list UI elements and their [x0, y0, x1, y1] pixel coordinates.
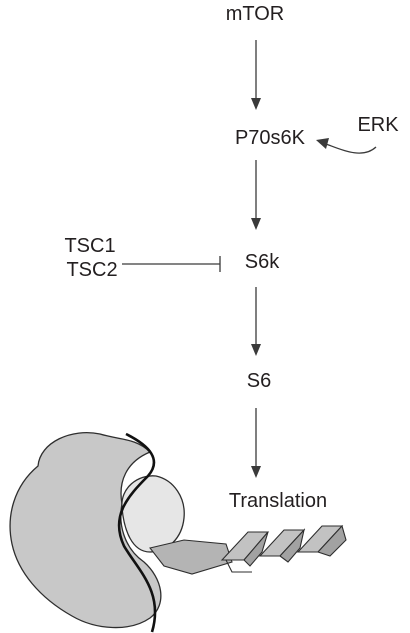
arrow-mtor-to-p70s6k [251, 40, 261, 110]
arrow-s6k-to-s6 [251, 287, 261, 356]
node-translation: Translation [229, 490, 327, 512]
ribosome-illustration [9, 432, 347, 633]
node-s6k: S6k [245, 251, 280, 273]
peptide-stem [149, 539, 233, 575]
ribosome-large-subunit [9, 432, 162, 629]
node-tsc2: TSC2 [66, 259, 117, 281]
arrow-s6-to-translation [251, 408, 261, 478]
mrna-strand [117, 432, 157, 633]
arrow-erk-to-p70s6k [316, 138, 377, 154]
node-p70s6k: P70s6K [235, 127, 306, 149]
peptide-helix [220, 524, 347, 573]
ribosome-small-subunit [121, 475, 185, 553]
arrow-p70s6k-to-s6k [251, 160, 261, 230]
node-mtor: mTOR [226, 3, 285, 25]
node-tsc1: TSC1 [64, 235, 115, 257]
node-s6: S6 [247, 370, 271, 392]
inhibition-tsc-to-s6k [122, 256, 221, 272]
node-erk: ERK [357, 114, 399, 136]
